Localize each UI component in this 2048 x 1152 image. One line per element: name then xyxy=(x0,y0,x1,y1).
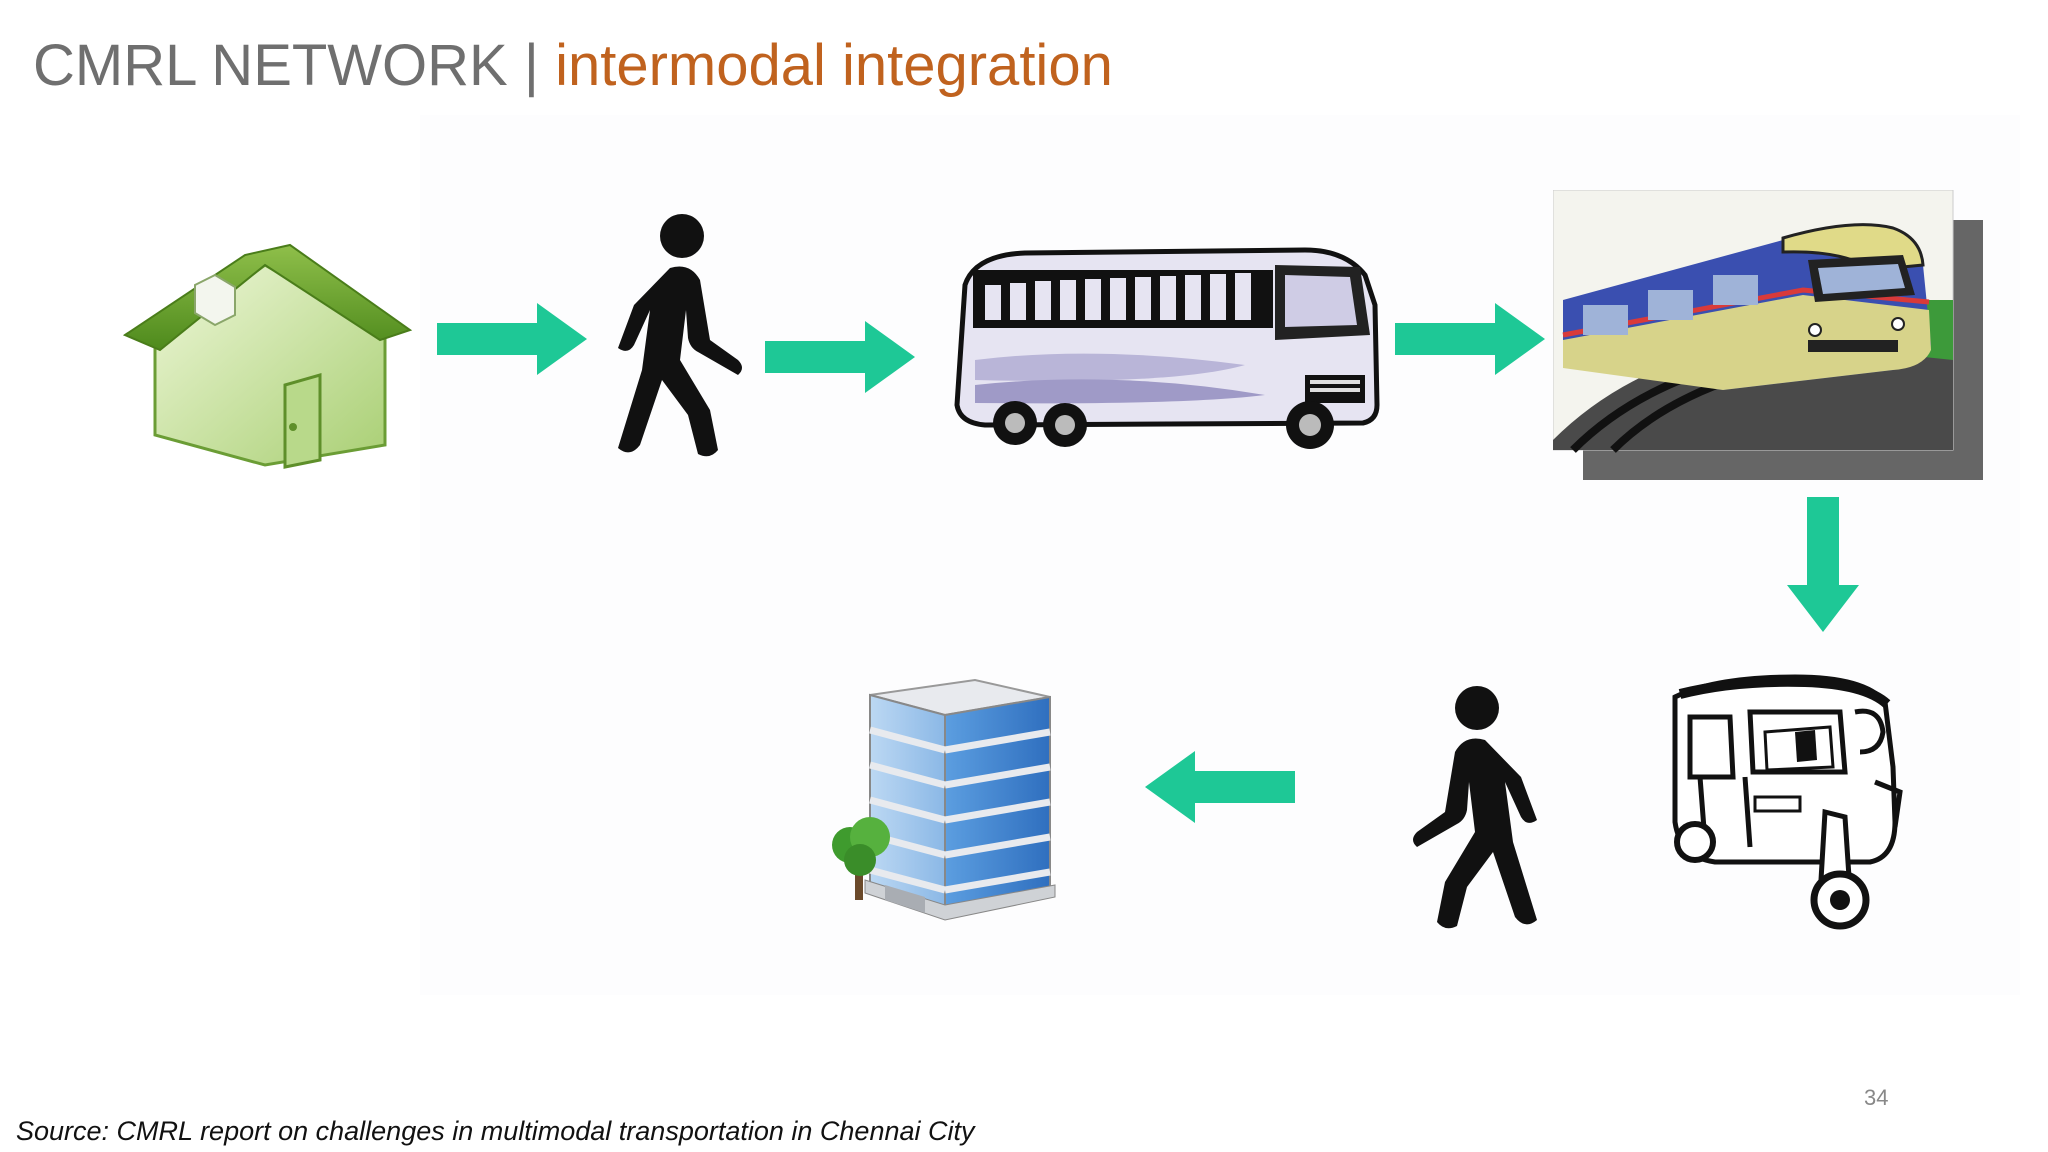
slide-title: CMRL NETWORK | intermodal integration xyxy=(33,28,1113,104)
page-number: 34 xyxy=(1864,1085,1889,1110)
office-building-icon xyxy=(825,675,1065,925)
arrow-down-icon xyxy=(1787,497,1859,632)
bus-icon xyxy=(945,245,1385,450)
arrow-left-icon xyxy=(1145,751,1295,823)
arrow-right-icon xyxy=(765,321,915,393)
title-separator: | xyxy=(523,33,539,98)
house-icon xyxy=(115,235,415,475)
pedestrian-icon xyxy=(1405,682,1565,932)
auto-rickshaw-icon xyxy=(1655,672,1915,937)
source-citation: Source: CMRL report on challenges in mul… xyxy=(16,1116,975,1146)
arrow-right-icon xyxy=(1395,303,1545,375)
title-main: CMRL NETWORK xyxy=(33,33,508,98)
title-subtitle: intermodal integration xyxy=(555,33,1113,98)
metro-train-icon xyxy=(1553,190,1983,480)
arrow-right-icon xyxy=(437,303,587,375)
pedestrian-icon xyxy=(590,210,750,460)
